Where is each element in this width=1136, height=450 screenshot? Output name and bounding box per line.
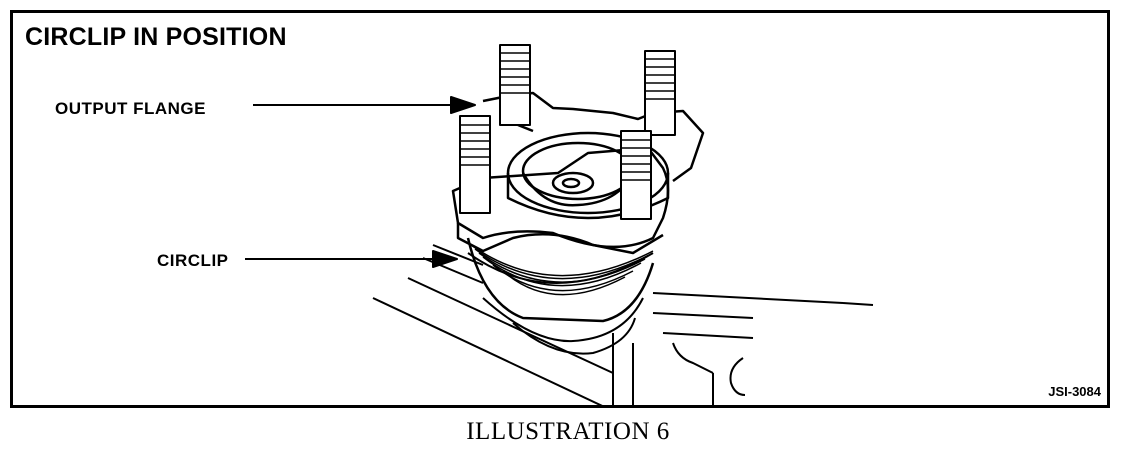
stud-front-left xyxy=(459,115,491,214)
output-flange-label: OUTPUT FLANGE xyxy=(55,99,206,118)
stud-front-right xyxy=(620,130,652,220)
output-flange-arrow xyxy=(253,96,476,114)
panel-title: CIRCLIP IN POSITION xyxy=(25,23,287,51)
stud-rear-left xyxy=(499,44,531,126)
illustration-frame: CIRCLIP IN POSITION xyxy=(10,10,1110,408)
illustration-caption: ILLUSTRATION 6 xyxy=(466,418,670,445)
bearing-housing xyxy=(466,237,655,355)
figure-code: JSI-3084 xyxy=(1048,384,1101,399)
flange-drawing xyxy=(245,44,874,405)
stud-rear-right xyxy=(644,50,676,136)
circlip-arrow xyxy=(245,250,458,268)
circlip-label: CIRCLIP xyxy=(157,251,229,270)
circlip-ring xyxy=(470,244,654,296)
